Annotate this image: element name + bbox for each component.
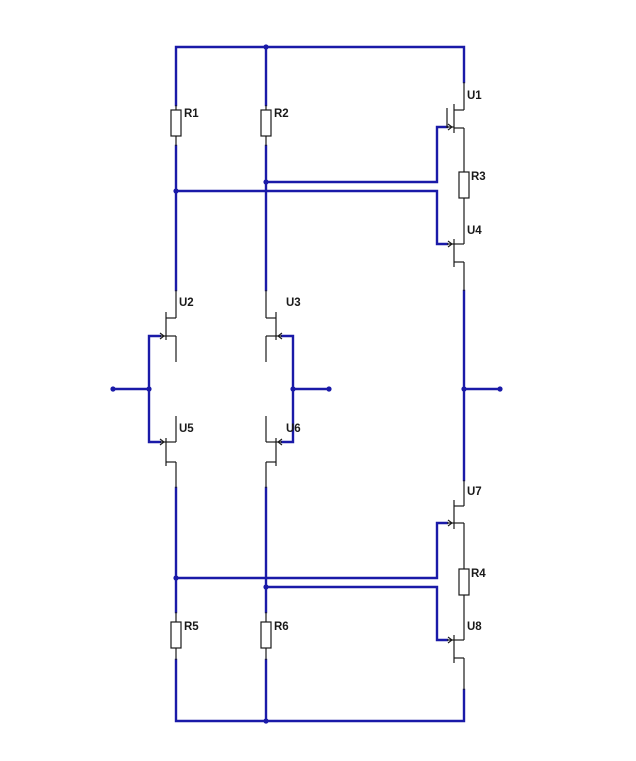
label-r1: R1 — [184, 108, 199, 120]
resistor-r4[interactable]: R4 — [458, 551, 486, 613]
label-u3: U3 — [286, 297, 301, 309]
label-u8: U8 — [467, 621, 482, 633]
resistor-r6[interactable]: R6 — [260, 612, 289, 660]
resistor-r3[interactable]: R3 — [458, 155, 486, 218]
transistor-u3[interactable]: U3 — [265, 290, 301, 362]
transistor-u6[interactable]: U6 — [265, 416, 301, 488]
junction-dot — [263, 179, 269, 185]
label-r5: R5 — [184, 621, 199, 633]
terminal-dot[interactable] — [110, 386, 116, 392]
label-u1: U1 — [467, 90, 482, 102]
terminal-dot[interactable] — [326, 386, 332, 392]
junction-dot — [461, 386, 467, 392]
wire-bottom-rail — [174, 658, 466, 723]
wire-r6-to-u8-gate — [264, 585, 449, 642]
label-u5: U5 — [179, 423, 194, 435]
label-r4: R4 — [471, 568, 486, 580]
transistors: U1 U4 U2 — [159, 82, 482, 690]
junction-dot — [263, 44, 269, 50]
transistor-u5[interactable]: U5 — [159, 416, 194, 488]
resistor-r2[interactable]: R2 — [260, 105, 289, 146]
junction-dot — [263, 718, 269, 724]
resistors: R1 R2 R3 R4 R5 — [170, 105, 486, 660]
label-r6: R6 — [274, 621, 289, 633]
label-u4: U4 — [467, 225, 482, 237]
junctions — [110, 44, 503, 724]
resistor-r5[interactable]: R5 — [170, 612, 199, 660]
label-r3: R3 — [471, 171, 486, 183]
terminal-dot[interactable] — [497, 386, 503, 392]
label-r2: R2 — [274, 108, 289, 120]
transistor-u2[interactable]: U2 — [159, 290, 194, 362]
junction-dot — [146, 386, 152, 392]
label-u7: U7 — [467, 486, 482, 498]
transistor-u1[interactable]: U1 — [446, 82, 482, 155]
label-u6: U6 — [286, 423, 301, 435]
wire-r1-to-u4-gate — [174, 189, 449, 246]
transistor-u4[interactable]: U4 — [447, 218, 482, 291]
junction-dot — [290, 386, 296, 392]
transistor-u8[interactable]: U8 — [447, 613, 482, 690]
transistor-u7[interactable]: U7 — [447, 480, 482, 551]
resistor-r1[interactable]: R1 — [170, 105, 199, 146]
junction-dot — [173, 188, 179, 194]
wire-top-rail — [174, 45, 466, 107]
junction-dot — [263, 584, 269, 590]
wires — [111, 45, 502, 723]
wire-r5-to-u7-gate — [174, 521, 449, 580]
label-u2: U2 — [179, 297, 194, 309]
junction-dot — [173, 575, 179, 581]
wire-r2-to-u1-gate — [264, 125, 449, 184]
